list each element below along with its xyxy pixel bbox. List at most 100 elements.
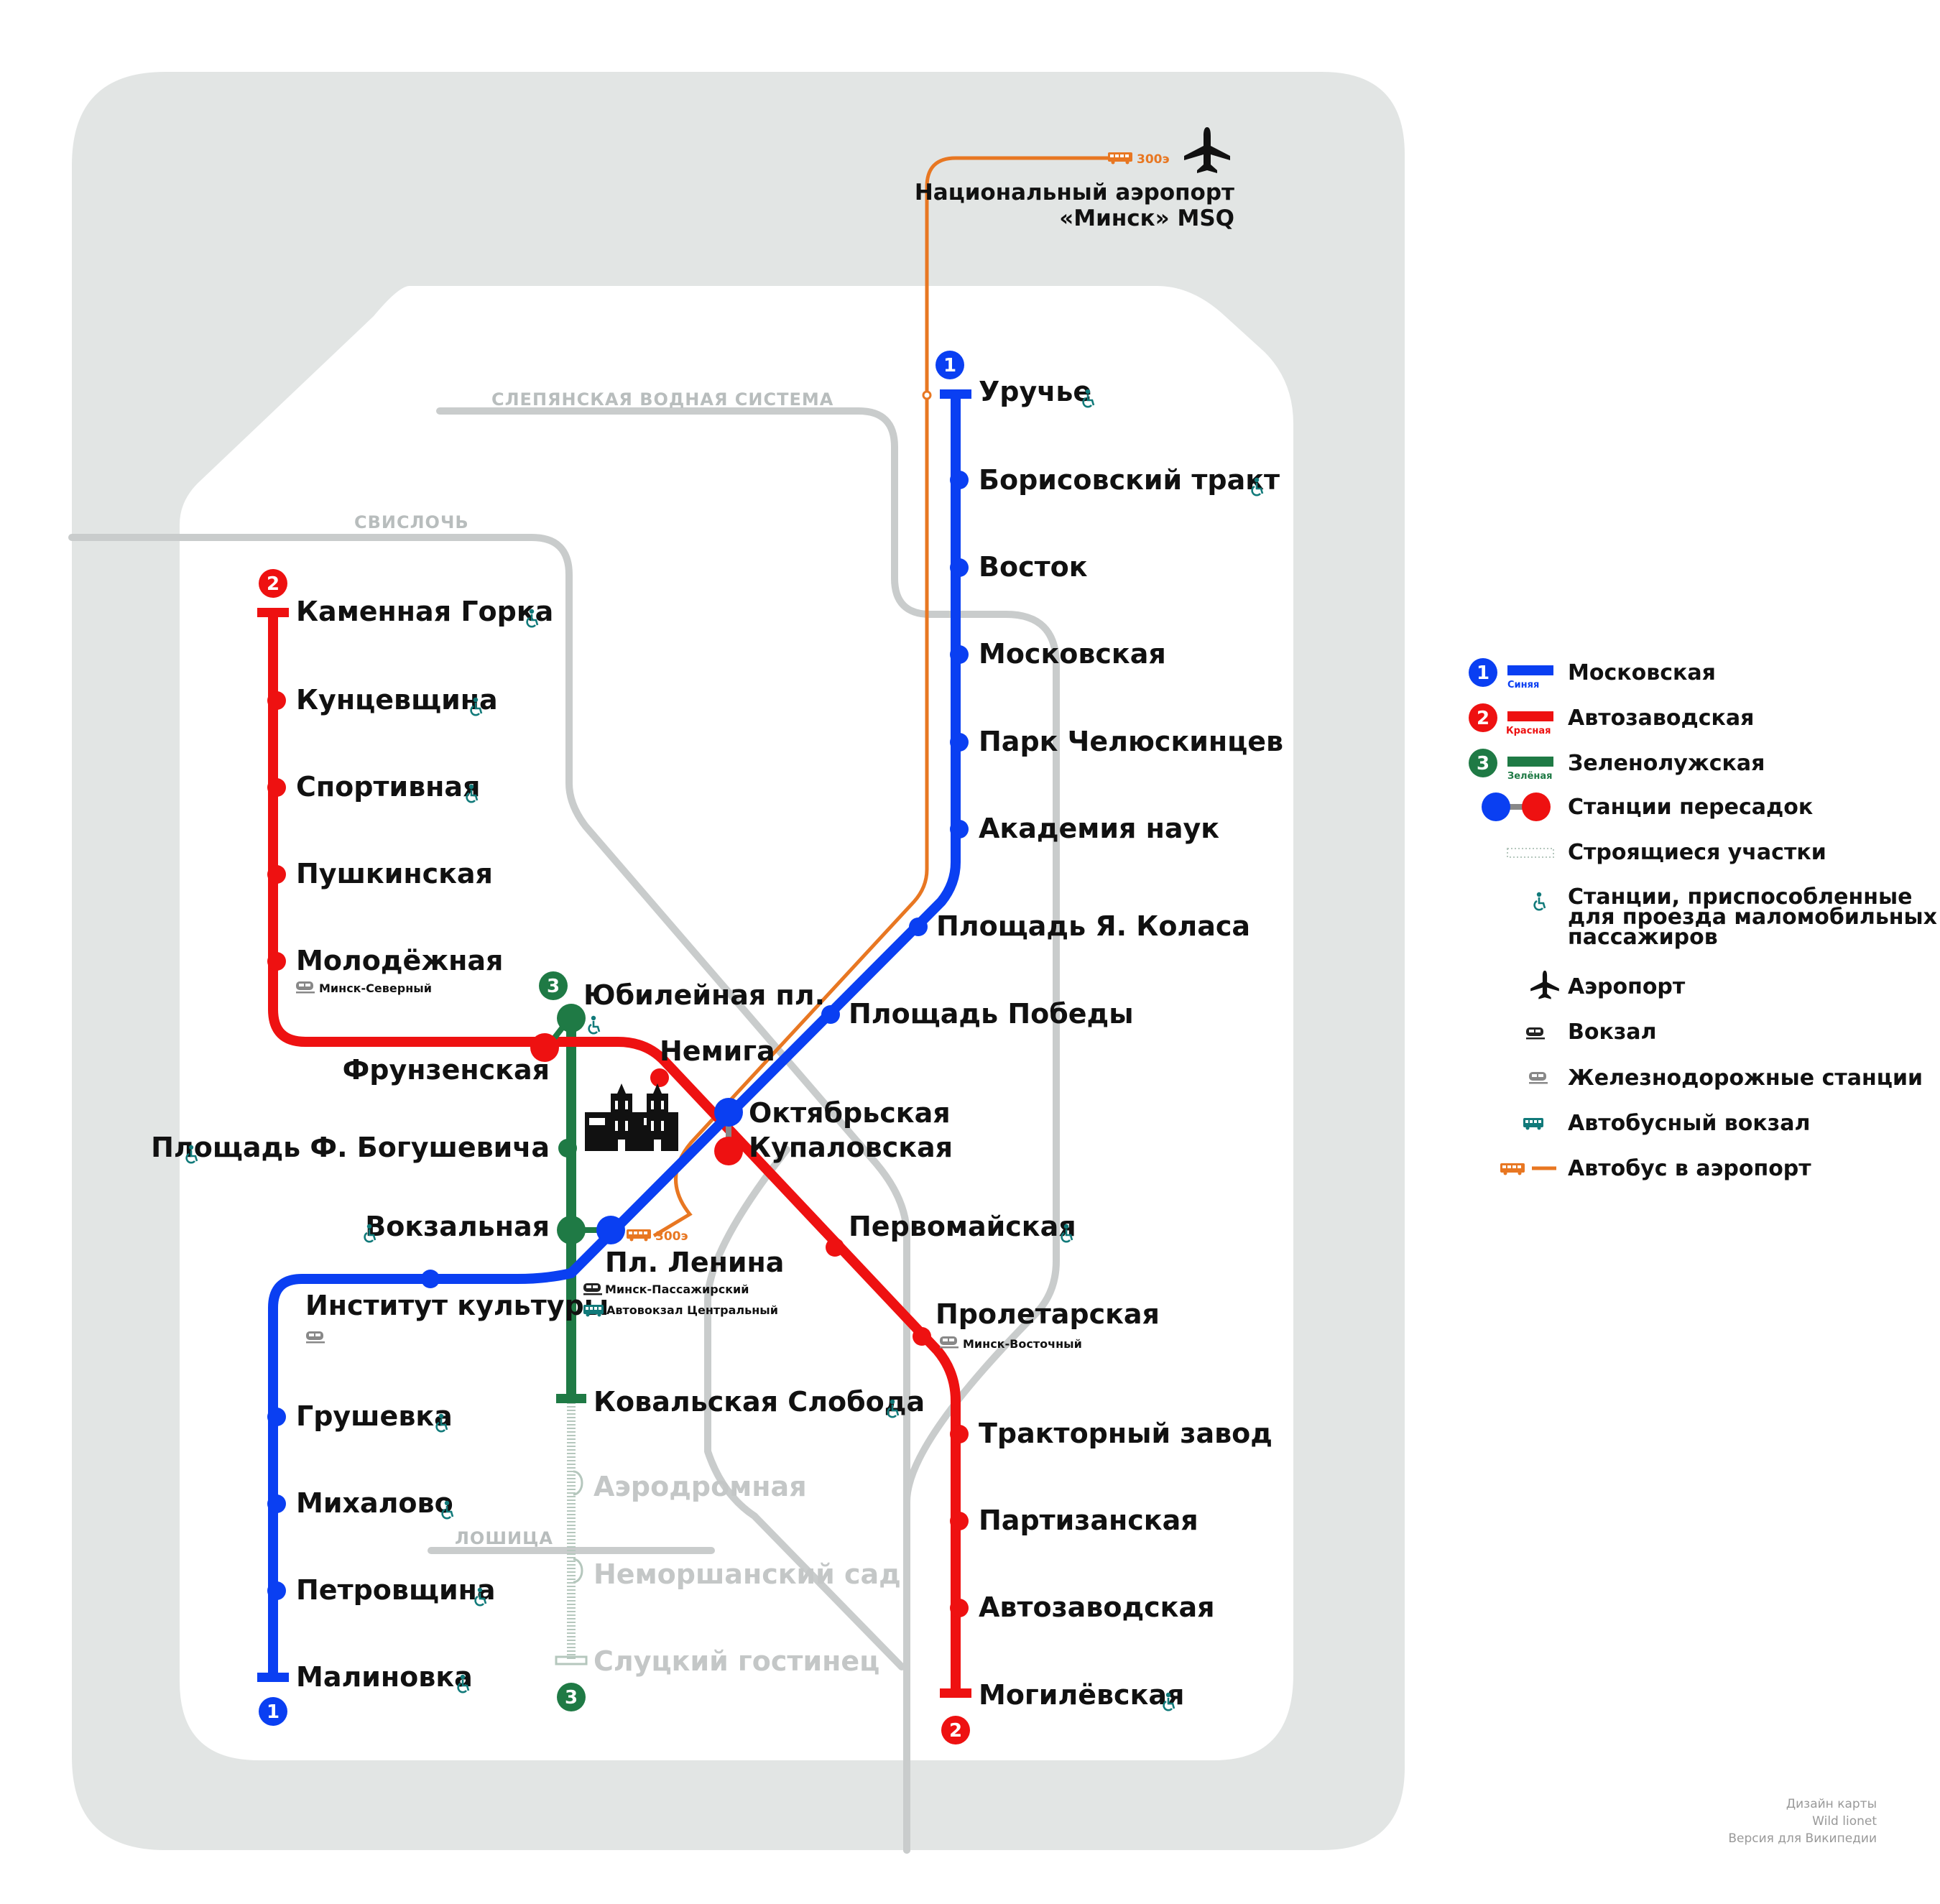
airport-bus-route [652,156,1110,1238]
line-number: 2 [949,1720,962,1742]
station-label-nemorshansky[interactable]: Неморшанский сад [593,1558,901,1590]
station-label-petrovshchina[interactable]: Петровщина [296,1574,496,1606]
station-label-moskovskaya[interactable]: Московская [979,638,1166,670]
legend-line-3-swatch [1507,757,1553,767]
line-marker-3 [557,1683,586,1711]
station-label-frunzenskaya[interactable]: Фрунзенская [343,1054,550,1086]
station-label-sportivnaya[interactable]: Спортивная [296,771,480,803]
station-dot[interactable] [950,1512,969,1530]
station-dot[interactable] [950,1599,969,1617]
airport-name[interactable]: Национальный аэропорт [915,180,1234,205]
line-3-terminus [556,1394,586,1403]
station-label-borisovsky[interactable]: Борисовский тракт [979,464,1280,496]
station-label-pobedy[interactable]: Площадь Победы [849,998,1134,1030]
legend-line-1-name: Московская [1568,660,1716,685]
station-label-kovalskaya[interactable]: Ковальская Слобода [593,1386,925,1418]
legend-airport: Аэропорт [1568,974,1686,999]
station-label-molodezhnaya[interactable]: Молодёжная [296,945,503,976]
station-dot[interactable] [267,778,286,797]
airport-name-2[interactable]: «Минск» MSQ [1059,205,1234,231]
accessibility-icon [1533,891,1546,911]
line-number: 3 [1477,753,1489,775]
transfer-station-lenina[interactable] [596,1216,625,1244]
station-dot[interactable] [267,1408,286,1426]
railway-icon [940,1336,959,1349]
station-dot[interactable] [267,691,286,710]
station-dot[interactable] [558,1139,577,1157]
transfer-station-frunzenskaya[interactable] [530,1033,559,1062]
line-marker-1 [936,351,964,379]
station-label-grushevka[interactable]: Грушевка [296,1400,453,1432]
station-label-kupalovskaya[interactable]: Купаловская [749,1132,953,1163]
legend-line-2-marker [1469,703,1497,732]
station-dot[interactable] [826,1238,844,1257]
line-1-blue [268,394,961,1674]
station-label-uruchye[interactable]: Уручье [979,376,1091,407]
station-dot[interactable] [950,733,969,752]
station-label-proletarskaya[interactable]: Пролетарская [936,1298,1160,1330]
construction-station-nemorshansky [573,1558,583,1584]
station-dot[interactable] [909,918,928,936]
station-label-aerodromnaya[interactable]: Аэродромная [593,1471,807,1502]
transfer-station-yubileinaya[interactable] [557,1004,586,1032]
station-dot[interactable] [267,865,286,884]
station-dot[interactable] [650,1068,669,1087]
bus-icon [1500,1163,1525,1175]
station-dot[interactable] [421,1270,440,1288]
station-label-slutsky[interactable]: Слуцкий гостинец [593,1645,879,1677]
transfer-station-kupalovskaya[interactable] [714,1137,743,1165]
bus-station-icon [1523,1118,1543,1130]
station-dot[interactable] [950,558,969,577]
station-label-pervomaiskaya[interactable]: Первомайская [849,1211,1076,1242]
legend-construction: Строящиеся участки [1568,840,1826,865]
station-dot[interactable] [913,1327,931,1346]
line-number: 3 [565,1687,578,1709]
station-dot[interactable] [267,952,286,971]
station-label-yubileinaya[interactable]: Юбилейная пл. [583,979,825,1011]
station-dot[interactable] [950,645,969,664]
station-label-vokzalnaya[interactable]: Вокзальная [365,1211,550,1242]
legend-station: Вокзал [1568,1020,1657,1045]
station-dot[interactable] [821,1005,840,1024]
station-label-malinovka[interactable]: Малиновка [296,1661,473,1693]
station-label-avtozavodskaya[interactable]: Автозаводская [979,1591,1215,1623]
station-label-oktyabrskaya[interactable]: Октябрьская [749,1097,951,1129]
station-label-nemiga[interactable]: Немига [660,1035,775,1067]
rail-label-severny: Минск-Северный [319,981,432,995]
station-label-kuntsevshchina[interactable]: Кунцевщина [296,684,498,716]
airport-bus-stop-uruchye [922,390,932,400]
line-2-red [268,612,961,1692]
station-label-akademiya[interactable]: Академия наук [979,813,1219,844]
line-number: 2 [267,573,280,595]
line-number: 1 [1477,662,1489,684]
station-label-kolasa[interactable]: Площадь Я. Коласа [936,910,1250,942]
station-label-institut[interactable]: Институт культуры [305,1290,609,1321]
station-label-bogushevicha[interactable]: Площадь Ф. Богушевича [151,1132,550,1163]
station-label-mogilevskaya[interactable]: Могилёвская [979,1679,1184,1711]
station-dot[interactable] [950,1425,969,1443]
line-1-terminus [257,1673,289,1682]
line-number: 1 [267,1701,280,1723]
station-label-pushkinskaya[interactable]: Пушкинская [296,858,493,889]
transfer-station-vokzalnaya[interactable] [557,1216,586,1244]
station-label-vostok[interactable]: Восток [979,551,1088,583]
station-label-mikhalovo[interactable]: Михалово [296,1487,453,1519]
line-marker-3 [539,971,568,1000]
station-label-traktorny[interactable]: Тракторный завод [979,1418,1272,1449]
station-dot[interactable] [267,1494,286,1513]
line-marker-1 [259,1697,287,1726]
station-label-lenina[interactable]: Пл. Ленина [605,1247,784,1278]
line-number: 2 [1477,708,1489,729]
station-dot[interactable] [950,820,969,838]
railway-icon [306,1331,325,1344]
station-label-partizanskaya[interactable]: Партизанская [979,1505,1198,1536]
rail-label-passazhirsky: Минск-Пассажирский [605,1283,749,1296]
city-zone [180,286,1293,1760]
station-label-kamennaya[interactable]: Каменная Горка [296,596,553,627]
station-label-chelyuskintsev[interactable]: Парк Челюскинцев [979,726,1283,757]
station-dot[interactable] [950,471,969,489]
transfer-station-oktyabrskaya[interactable] [714,1098,743,1127]
line-number: 3 [547,976,560,997]
credit-line-3: Версия для Википедии [1728,1831,1877,1846]
station-dot[interactable] [267,1581,286,1600]
